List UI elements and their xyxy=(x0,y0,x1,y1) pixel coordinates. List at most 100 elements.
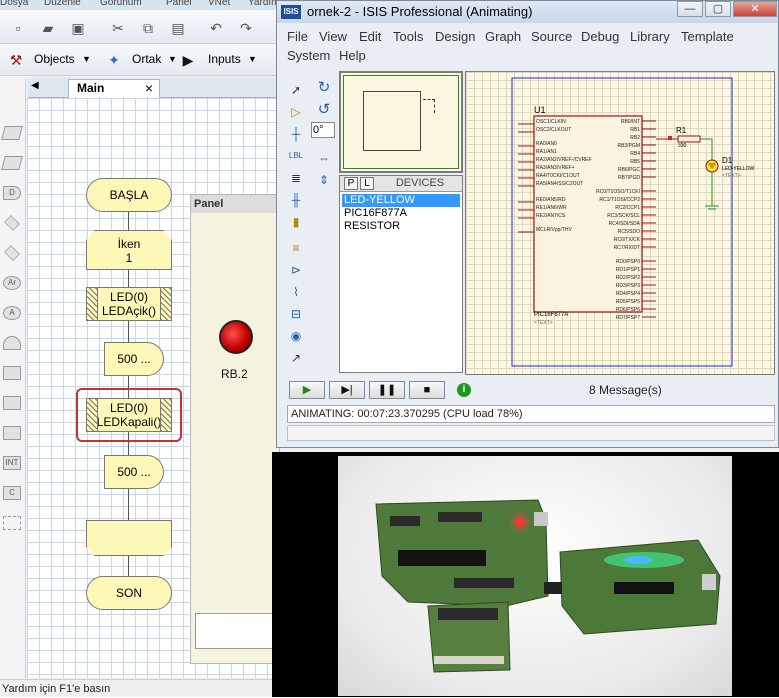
inputs-icon[interactable]: ▶ xyxy=(182,52,194,68)
message-count[interactable]: 8 Message(s) xyxy=(589,383,662,397)
menu-system[interactable]: System xyxy=(287,48,331,63)
wire-label-mode-icon[interactable]: LBL xyxy=(288,151,304,160)
pick-devices-button[interactable]: P xyxy=(344,177,358,190)
generator-mode-icon[interactable]: ◉ xyxy=(290,329,302,343)
ortak-dropdown[interactable]: Ortak xyxy=(132,52,162,66)
rotate-clockwise-icon[interactable]: ↻ xyxy=(317,79,331,96)
save-icon[interactable]: ▣ xyxy=(71,20,85,36)
palette-shape-3[interactable]: D xyxy=(3,186,21,200)
palette-shape-7[interactable]: A xyxy=(3,306,21,320)
tape-recorder-mode-icon[interactable]: ⊟ xyxy=(290,307,302,321)
redo-icon[interactable]: ↷ xyxy=(240,20,252,36)
menu-debug[interactable]: Debug xyxy=(581,29,620,44)
menu-gorunum[interactable]: Görünüm xyxy=(100,0,142,8)
tab-main[interactable]: Main × xyxy=(68,79,160,98)
isis-menubar: File View Edit Tools Design Graph Source… xyxy=(277,27,778,67)
palette-shape-2[interactable] xyxy=(1,156,23,170)
objects-dropdown[interactable]: Objects xyxy=(34,52,75,66)
isis-title-bar[interactable]: ISIS ornek-2 - ISIS Professional (Animat… xyxy=(277,1,778,23)
menu-file[interactable]: File xyxy=(287,29,308,44)
flow-loop-end[interactable] xyxy=(86,520,172,556)
maximize-button[interactable]: ▢ xyxy=(705,1,731,17)
copy-icon[interactable]: ⧉ xyxy=(143,20,153,36)
palette-shape-6[interactable]: Ar xyxy=(3,276,21,290)
voltage-probe-mode-icon[interactable]: ↗ xyxy=(290,351,302,365)
menu-yardim[interactable]: Yardım xyxy=(248,0,280,8)
menu-panel[interactable]: Panel xyxy=(166,0,192,8)
info-icon[interactable]: i xyxy=(457,383,471,397)
menu-design[interactable]: Design xyxy=(435,29,476,44)
palette-shape-13[interactable]: C xyxy=(3,486,21,500)
menu-help[interactable]: Help xyxy=(339,48,366,63)
palette-shape-4[interactable] xyxy=(4,215,20,231)
menu-library[interactable]: Library xyxy=(630,29,670,44)
menu-edit[interactable]: Edit xyxy=(359,29,382,44)
minimize-button[interactable]: — xyxy=(677,1,703,17)
flow-delay-1[interactable]: 500 ... xyxy=(104,342,164,376)
menu-source[interactable]: Source xyxy=(531,29,573,44)
objects-dropdown-arrow[interactable]: ▼ xyxy=(82,54,91,64)
ortak-dropdown-arrow[interactable]: ▼ xyxy=(168,54,177,64)
device-item[interactable]: LED-YELLOW xyxy=(342,194,460,207)
pause-button[interactable]: ❚❚ xyxy=(369,381,405,399)
stop-button[interactable]: ■ xyxy=(409,381,445,399)
flow-start-terminal[interactable]: BAŞLA xyxy=(86,178,172,212)
graph-mode-icon[interactable]: ⌇ xyxy=(293,285,299,299)
sheet-border xyxy=(511,77,733,367)
red-led-indicator xyxy=(219,320,253,354)
component-mode-icon[interactable]: ▷ xyxy=(291,105,301,119)
menu-graph[interactable]: Graph xyxy=(485,29,522,44)
menu-view[interactable]: View xyxy=(319,29,347,44)
cut-icon[interactable]: ✂ xyxy=(112,20,124,36)
ortak-icon[interactable]: ✦ xyxy=(108,52,120,68)
flow-delay-2[interactable]: 500 ... xyxy=(104,455,164,489)
tab-close-icon[interactable]: × xyxy=(144,80,153,96)
paste-icon[interactable]: ▤ xyxy=(171,20,185,36)
menu-vnet[interactable]: VNet xyxy=(208,0,231,8)
device-item[interactable]: PIC16F877A xyxy=(344,207,407,219)
palette-shape-9[interactable] xyxy=(3,366,21,380)
inputs-dropdown[interactable]: Inputs xyxy=(208,52,241,66)
palette-shape-5[interactable] xyxy=(4,245,20,261)
step-button[interactable]: ▶| xyxy=(329,381,365,399)
undo-icon[interactable]: ↶ xyxy=(210,20,222,36)
mirror-y-icon[interactable]: ⇕ xyxy=(318,173,330,187)
new-file-icon[interactable]: ▫ xyxy=(15,20,21,36)
close-button[interactable]: ✕ xyxy=(733,1,777,17)
bus-mode-icon[interactable]: ╫ xyxy=(291,193,301,207)
junction-mode-icon[interactable]: ┼ xyxy=(291,127,301,141)
flow-while-loop[interactable]: İken 1 xyxy=(86,230,172,270)
palette-shape-8[interactable] xyxy=(3,336,21,350)
io-panel-bottom-box xyxy=(195,613,279,649)
device-item[interactable]: RESISTOR xyxy=(344,220,401,232)
palette-shape-11[interactable] xyxy=(3,426,21,440)
objects-icon[interactable]: ⚒ xyxy=(9,52,23,68)
flow-end-terminal[interactable]: SON xyxy=(86,576,172,610)
menu-dosya[interactable]: Dosya xyxy=(0,0,29,8)
flow-step-led-on[interactable]: LED(0) LEDAçik() xyxy=(86,287,172,321)
text-script-mode-icon[interactable]: ≣ xyxy=(290,171,302,185)
subcircuit-mode-icon[interactable]: ▮ xyxy=(292,215,300,229)
hardware-boards-illustration xyxy=(375,499,721,673)
rotate-anticlockwise-icon[interactable]: ↺ xyxy=(317,101,331,118)
play-button[interactable]: ▶ xyxy=(289,381,325,399)
overview-window[interactable] xyxy=(339,71,463,173)
menu-template[interactable]: Template xyxy=(681,29,734,44)
library-manager-button[interactable]: L xyxy=(360,177,374,190)
palette-shape-14[interactable] xyxy=(3,516,21,530)
terminals-mode-icon[interactable]: ≡ xyxy=(292,241,300,255)
selection-mode-icon[interactable]: ➚ xyxy=(290,83,302,97)
rotation-angle-field[interactable]: 0° xyxy=(311,122,335,138)
inputs-dropdown-arrow[interactable]: ▼ xyxy=(248,54,257,64)
menu-tools[interactable]: Tools xyxy=(393,29,424,44)
flow-step-led-off[interactable]: LED(0) LEDKapali() xyxy=(86,398,172,432)
menu-duzenle[interactable]: Düzenle xyxy=(44,0,81,8)
palette-shape-1[interactable] xyxy=(1,126,23,140)
mirror-x-icon[interactable]: ⇔ xyxy=(318,151,330,165)
open-folder-icon[interactable]: ▰ xyxy=(42,20,54,36)
tab-scroll-left-icon[interactable]: ◀ xyxy=(31,80,39,91)
device-pins-mode-icon[interactable]: ⊳ xyxy=(290,263,302,277)
palette-shape-10[interactable] xyxy=(3,396,21,410)
palette-shape-12[interactable]: INT xyxy=(3,456,21,470)
